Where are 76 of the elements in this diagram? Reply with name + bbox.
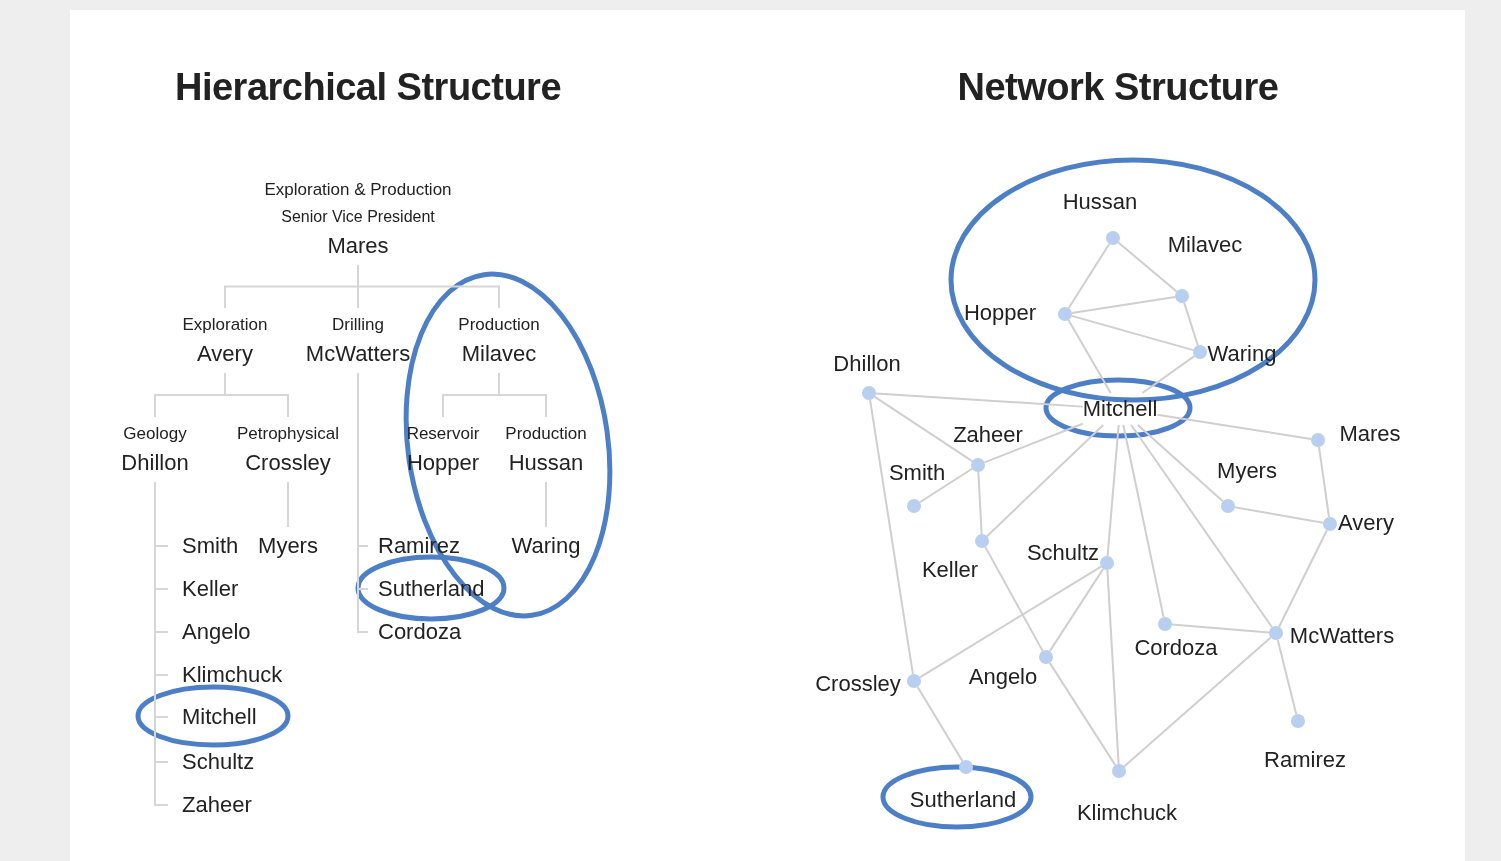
org-chart-entry: Drilling McWatters bbox=[305, 311, 411, 370]
connector-line bbox=[984, 546, 1044, 652]
name-label: Hopper bbox=[963, 299, 1037, 327]
org-chart-entry: Mitchell bbox=[168, 701, 257, 733]
connector-line bbox=[1276, 638, 1298, 716]
connector-line bbox=[1067, 242, 1111, 310]
name-label: Smith bbox=[888, 459, 946, 487]
connector-line bbox=[1130, 424, 1273, 629]
org-chart-entry: Keller bbox=[168, 573, 239, 605]
connector-line bbox=[1048, 567, 1105, 653]
org-chart-entry: Angelo bbox=[168, 616, 251, 648]
name-label: Dhillon bbox=[833, 350, 901, 378]
org-chart-entry: Production Milavec bbox=[458, 311, 540, 370]
name-label: Ramirez bbox=[1264, 746, 1346, 774]
connector-line bbox=[1048, 661, 1117, 767]
org-chart-entry: Klimchuck bbox=[168, 659, 283, 691]
connector-line bbox=[357, 372, 369, 633]
connector-line bbox=[977, 471, 983, 535]
org-chart-entry: Myers bbox=[258, 530, 318, 562]
connector-line bbox=[1123, 636, 1272, 768]
org-chart-entry: Waring bbox=[511, 530, 581, 562]
connector-line bbox=[1136, 424, 1224, 503]
connector-line bbox=[1070, 296, 1177, 314]
org-chart-entry: Zaheer bbox=[168, 789, 252, 821]
name-label: Waring bbox=[1207, 340, 1277, 368]
org-chart-entry: Exploration & Production Senior Vice President Mares bbox=[264, 176, 452, 262]
connector-line bbox=[1156, 413, 1313, 440]
connector-line bbox=[1233, 506, 1325, 524]
org-chart-entry: Schultz bbox=[168, 746, 255, 778]
connector-line bbox=[498, 372, 547, 418]
name-label: Angelo bbox=[968, 663, 1038, 691]
connector-line bbox=[1122, 424, 1165, 619]
name-label: Crossley bbox=[815, 670, 901, 698]
connector-line bbox=[986, 424, 1105, 538]
name-label: Klimchuck bbox=[1076, 799, 1178, 827]
org-chart-entry: Smith bbox=[168, 530, 239, 562]
connector-line bbox=[1106, 424, 1120, 557]
connector-line bbox=[545, 481, 547, 528]
org-chart-entry: Production Hussan bbox=[505, 420, 587, 479]
name-label: Hussan bbox=[1062, 188, 1138, 216]
name-label: Milavec bbox=[1167, 231, 1243, 259]
name-label: Avery bbox=[1338, 509, 1394, 537]
connector-line bbox=[1106, 569, 1120, 765]
connector-line bbox=[1278, 529, 1328, 628]
connector-line bbox=[875, 392, 1084, 408]
connector-line bbox=[1141, 355, 1196, 394]
panel-title: Hierarchical Structure bbox=[174, 66, 562, 109]
name-label: Schultz bbox=[1026, 539, 1100, 567]
connector-line bbox=[1117, 241, 1178, 293]
connector-line bbox=[1318, 445, 1330, 519]
name-label: Cordoza bbox=[1134, 634, 1218, 662]
name-label: Keller bbox=[921, 556, 979, 584]
connector-line bbox=[287, 481, 289, 528]
name-label: McWatters bbox=[1289, 622, 1395, 650]
panel-title: Network Structure bbox=[957, 66, 1279, 109]
org-chart-entry: Petrophysical Crossley bbox=[236, 420, 340, 479]
name-label: Mares bbox=[1339, 420, 1401, 448]
connector-line bbox=[1070, 314, 1195, 352]
connector-line bbox=[357, 264, 500, 309]
name-label: Myers bbox=[1217, 457, 1277, 485]
connector-line bbox=[224, 372, 289, 418]
name-label: Sutherland bbox=[909, 786, 1017, 814]
network-node-label: Mitchell bbox=[1082, 393, 1158, 425]
connector-line bbox=[983, 422, 1084, 464]
connector-line bbox=[918, 565, 1103, 679]
org-chart-entry: Cordoza bbox=[368, 616, 462, 648]
connector-line bbox=[916, 686, 964, 762]
connector-line bbox=[869, 398, 914, 676]
name-label: Zaheer bbox=[953, 421, 1023, 449]
org-chart-entry: Geology Dhillon bbox=[121, 420, 189, 479]
connector-line bbox=[1183, 301, 1199, 347]
connector-line bbox=[873, 395, 974, 463]
connector-line bbox=[1067, 319, 1112, 394]
connector-line bbox=[918, 467, 974, 504]
org-chart-entry: Exploration Avery bbox=[182, 311, 268, 370]
connector-line bbox=[1171, 623, 1270, 634]
